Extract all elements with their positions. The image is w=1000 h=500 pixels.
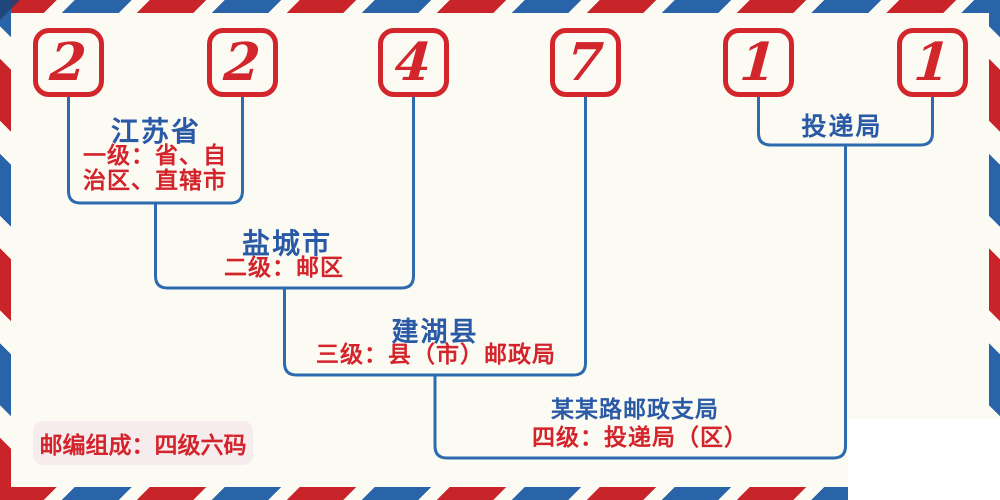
bracket-level4 [433,143,847,460]
digit-box-2: 2 [207,28,278,97]
level4-desc: 四级：投递局（区） [532,425,748,450]
bracket-delivery [757,95,934,147]
digit-6: 1 [912,31,953,93]
level2-desc: 二级：邮区 [224,255,344,280]
airmail-border-top [0,0,1000,13]
digit-box-5: 1 [723,28,794,97]
level1-desc-line1: 一级：省、自 [83,143,227,168]
airmail-border-right [989,0,1000,500]
bottom-right-white-patch [848,419,1000,500]
digit-box-3: 4 [378,28,449,97]
level3-county-name: 建湖县 [391,317,479,347]
digit-2: 2 [222,31,263,93]
digit-3: 4 [393,31,434,93]
level1-province-name: 江苏省 [110,117,202,148]
digit-box-6: 1 [897,28,968,97]
digit-5: 1 [738,31,779,93]
footer-badge-label: 邮编组成：四级六码 [39,433,247,458]
digit-4: 7 [565,31,606,93]
airmail-border-left [0,0,11,500]
delivery-office-name: 投递局 [801,114,883,141]
digit-1: 2 [48,31,89,93]
level3-desc: 三级：县（市）邮政局 [316,342,556,367]
digit-box-1: 2 [33,28,104,97]
footer-badge: 邮编组成：四级六码 [33,421,253,465]
level2-city-name: 盐城市 [241,229,333,260]
level4-branch-name: 某某路邮政支局 [551,397,719,422]
digit-box-4: 7 [550,28,621,97]
level1-desc-line2: 治区、直辖市 [83,168,227,193]
airmail-border-bottom [0,487,1000,500]
